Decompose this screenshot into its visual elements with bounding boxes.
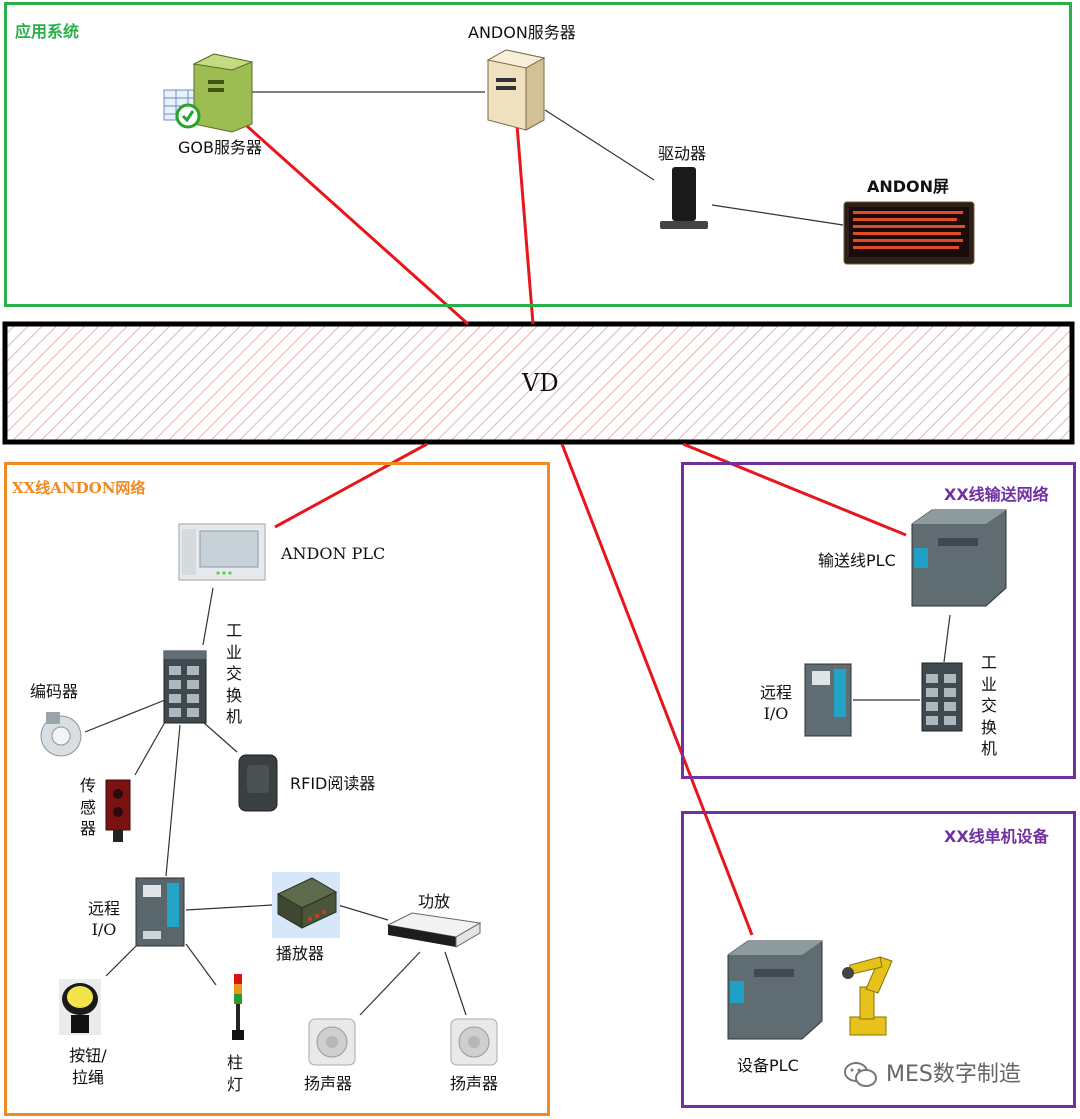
button-rope-text: 按钮/拉绳 (69, 1046, 107, 1087)
red-link-vd-equipment-plc (560, 443, 754, 936)
tower-light-label: 柱灯 (226, 1053, 243, 1094)
sensor-label: 传感器 (79, 776, 96, 839)
red-link-andon-server-vd (515, 124, 535, 325)
link-amp-speaker1 (359, 951, 421, 1016)
link-switch1-encoder (84, 699, 166, 733)
plc-icon (178, 523, 266, 581)
link-amp-speaker2 (444, 951, 467, 1016)
button-rope-label: 按钮/拉绳 (62, 1045, 114, 1088)
robot-arm-icon (842, 956, 893, 1036)
player-icon (272, 872, 340, 938)
remote-io-2-text: 远程I/O (759, 683, 792, 723)
red-link-vd-conveyor-plc (682, 442, 907, 537)
link-switch1-rfid (202, 721, 238, 753)
driver-label: 驱动器 (658, 144, 707, 163)
mini-pc-icon (660, 167, 708, 229)
link-andon-server-driver (544, 109, 655, 181)
switch-icon (163, 650, 207, 724)
remote-io-1-label: 远程I/O (84, 899, 124, 941)
server-icon (163, 53, 254, 133)
vd-bus (2, 321, 1075, 445)
remote-io-icon (804, 663, 852, 737)
plc-icon (911, 509, 1007, 607)
app-system-frame (4, 2, 1072, 307)
amplifier-icon (386, 912, 482, 948)
remote-io-icon (135, 877, 185, 947)
speaker-2-label: 扬声器 (450, 1074, 499, 1093)
tower-light-icon (232, 974, 244, 1040)
link-convplc-switch2 (943, 614, 951, 663)
speaker-1-label: 扬声器 (304, 1074, 353, 1093)
equipment-plc-label: 设备PLC (737, 1056, 799, 1075)
andon-network-title: XX线ANDON网络 (12, 479, 146, 497)
andon-network-frame (4, 462, 550, 1116)
switch-icon (921, 662, 963, 732)
encoder-icon (40, 712, 82, 757)
conveyor-network-title: XX线输送网络 (944, 485, 1049, 504)
link-switch1-sensor (134, 721, 166, 776)
remote-io-1-text: 远程I/O (87, 899, 120, 939)
push-button-icon (59, 979, 101, 1035)
link-switch1-remoteio1 (165, 724, 181, 877)
standalone-frame (681, 811, 1076, 1108)
speaker-icon (450, 1018, 498, 1066)
andon-server-label: ANDON服务器 (468, 23, 576, 42)
andon-screen-label: ANDON屏 (867, 177, 950, 196)
conveyor-network-frame (681, 462, 1076, 779)
watermark: MES数字制造 (843, 1056, 1021, 1089)
link-player-amplifier (337, 904, 389, 921)
vd-label: VD (522, 369, 559, 397)
led-display-icon (843, 201, 975, 265)
andon-plc-label: ANDON PLC (281, 544, 386, 563)
link-driver-screen (711, 204, 844, 226)
plc-icon (727, 940, 823, 1040)
gob-server-label: GOB服务器 (178, 138, 262, 157)
link-remoteio1-button (105, 943, 139, 977)
link-remoteio1-towerlight (185, 943, 217, 986)
app-system-title: 应用系统 (15, 22, 80, 41)
industrial-switch-2-label: 工业交换机 (980, 653, 997, 759)
red-link-gob-vd (236, 116, 470, 326)
remote-io-2-label: 远程I/O (756, 683, 796, 725)
industrial-switch-1-label: 工业交换机 (225, 621, 242, 727)
standalone-title: XX线单机设备 (944, 827, 1049, 846)
photoelectric-sensor-icon (105, 779, 131, 842)
amplifier-label: 功放 (418, 892, 451, 911)
server-icon (486, 49, 546, 131)
watermark-text: MES数字制造 (886, 1062, 1021, 1087)
wechat-icon (844, 1062, 877, 1087)
link-remoteio1-player (185, 904, 273, 911)
encoder-label: 编码器 (30, 682, 79, 701)
link-plc-switch1 (202, 587, 214, 646)
red-link-vd-andon-plc (274, 442, 428, 529)
player-label: 播放器 (276, 944, 325, 963)
speaker-icon (308, 1018, 356, 1066)
rfid-reader-label: RFID阅读器 (290, 774, 376, 793)
conveyor-plc-label: 输送线PLC (818, 551, 896, 570)
rfid-reader-icon (238, 754, 278, 812)
